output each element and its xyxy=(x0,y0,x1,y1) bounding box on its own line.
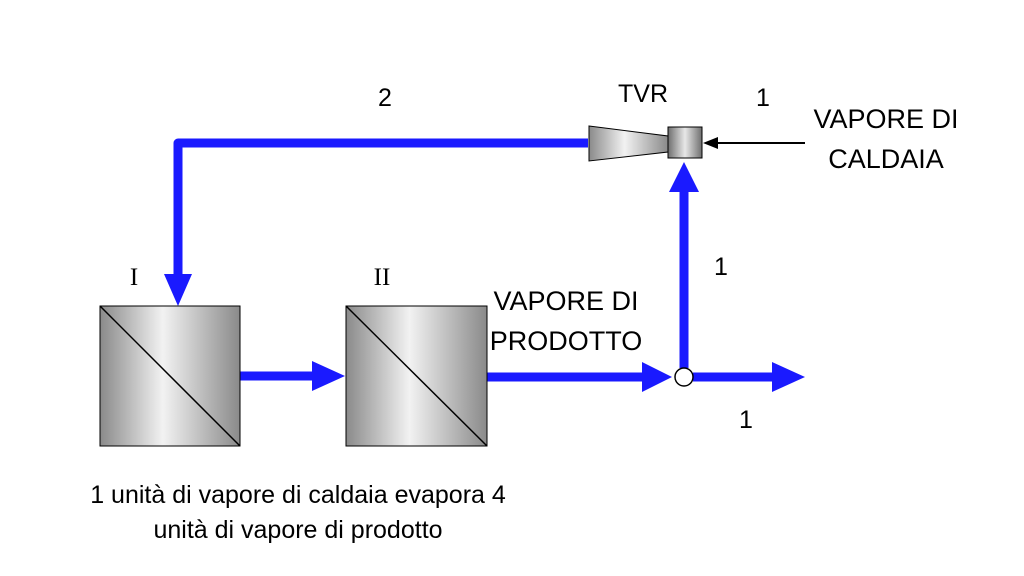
splitter-node xyxy=(674,367,694,387)
tvr-label: TVR xyxy=(618,80,668,108)
effect-link-arrowhead xyxy=(312,361,345,391)
effect-2-label: II xyxy=(374,264,391,291)
boiler-steam-label-line1: VAPORE DI xyxy=(813,104,958,134)
recycle-arrowhead xyxy=(164,274,192,306)
rising-flow-label: 1 xyxy=(714,253,728,281)
effect-1-label: I xyxy=(130,264,138,291)
effect-2-diagonal xyxy=(345,305,488,447)
rising-arrowhead xyxy=(669,162,699,192)
caption-line-2: unità di vapore di prodotto xyxy=(153,516,442,544)
recycle-line xyxy=(173,138,588,282)
outlet-flow-label: 1 xyxy=(739,406,753,434)
boiler-steam-arrowhead xyxy=(703,137,718,149)
outlet-arrowhead xyxy=(772,362,805,392)
caption-line-1: 1 unità di vapore di caldaia evapora 4 xyxy=(90,481,506,509)
product-steam-label-line1: VAPORE DI xyxy=(493,286,638,316)
boiler-steam-label-line2: CALDAIA xyxy=(828,144,944,174)
tvr-diffuser xyxy=(588,125,669,162)
product-steam-label-line2: PRODOTTO xyxy=(490,326,643,356)
tvr-nozzle-chamber xyxy=(667,126,703,159)
recycle-flow-label: 2 xyxy=(378,84,392,112)
boiler-flow-label: 1 xyxy=(756,84,770,112)
effect-1-diagonal xyxy=(99,305,241,447)
product-steam-arrowhead xyxy=(642,362,672,392)
